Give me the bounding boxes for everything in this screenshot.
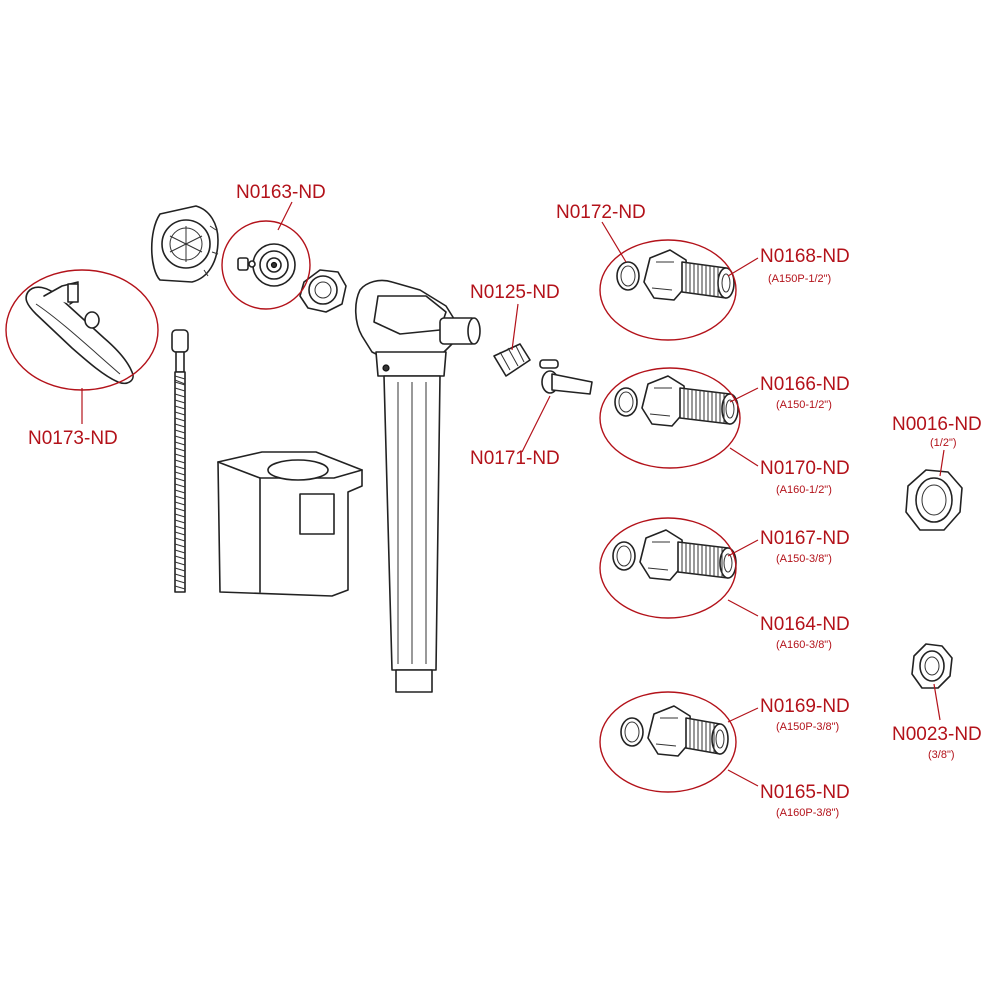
leader-n0164 — [727, 599, 759, 617]
sublabel-n0164: (A160-3/8") — [776, 639, 832, 651]
label-n0168: N0168-ND — [760, 246, 850, 267]
sublabel-n0016: (1/2") — [930, 437, 957, 449]
leader-n0016 — [939, 449, 945, 477]
connector-n0169 — [620, 705, 729, 757]
label-n0169: N0169-ND — [760, 696, 850, 717]
sublabel-n0165: (A160P-3/8") — [776, 807, 839, 819]
ring-n0163 — [221, 220, 311, 310]
connector-groups — [612, 249, 739, 757]
ring-n0167 — [599, 517, 737, 619]
label-n0016: N0016-ND — [892, 414, 982, 435]
leader-n0172 — [601, 221, 627, 263]
sublabel-n0169: (A150P-3/8") — [776, 721, 839, 733]
lever-part — [25, 281, 134, 385]
leader-n0165 — [727, 769, 759, 787]
pin-part — [539, 359, 593, 395]
nut-small-part — [911, 643, 953, 689]
label-n0125: N0125-ND — [470, 282, 560, 303]
label-n0163: N0163-ND — [236, 182, 326, 203]
label-n0167: N0167-ND — [760, 528, 850, 549]
threaded-rod-part — [171, 329, 189, 593]
diaphragm-part — [237, 243, 296, 287]
connector-n0166 — [614, 375, 739, 427]
small-nut-part — [299, 269, 347, 313]
float-box-part — [217, 451, 363, 597]
label-n0171: N0171-ND — [470, 448, 560, 469]
sublabel-n0167: (A150-3/8") — [776, 553, 832, 565]
label-n0164: N0164-ND — [760, 614, 850, 635]
label-n0166: N0166-ND — [760, 374, 850, 395]
label-n0023: N0023-ND — [892, 724, 982, 745]
cap-part — [150, 205, 219, 283]
leader-n0169 — [727, 707, 759, 723]
label-n0173: N0173-ND — [28, 428, 118, 449]
label-n0165: N0165-ND — [760, 782, 850, 803]
nut-large-part — [905, 469, 963, 531]
ring-n0166 — [599, 367, 741, 469]
sublabel-n0168: (A150P-1/2") — [768, 273, 831, 285]
leader-n0166 — [729, 387, 759, 403]
ring-n0168 — [599, 239, 737, 341]
label-n0172: N0172-ND — [556, 202, 646, 223]
sublabel-n0166: (A150-1/2") — [776, 399, 832, 411]
leader-n0171 — [521, 395, 551, 453]
leader-n0167 — [727, 539, 759, 557]
leader-n0125 — [511, 303, 519, 351]
sublabel-n0170: (A160-1/2") — [776, 484, 832, 496]
ring-n0169 — [599, 691, 737, 793]
leader-n0168 — [727, 257, 759, 277]
sublabel-n0023: (3/8") — [928, 749, 955, 761]
leader-n0023 — [933, 683, 941, 721]
connector-n0167 — [612, 529, 737, 581]
leader-n0170 — [729, 447, 759, 467]
leader-n0163 — [277, 201, 293, 231]
connector-n0168 — [616, 249, 735, 301]
valve-body-part — [354, 279, 481, 693]
label-n0170: N0170-ND — [760, 458, 850, 479]
plug-part — [493, 343, 531, 377]
